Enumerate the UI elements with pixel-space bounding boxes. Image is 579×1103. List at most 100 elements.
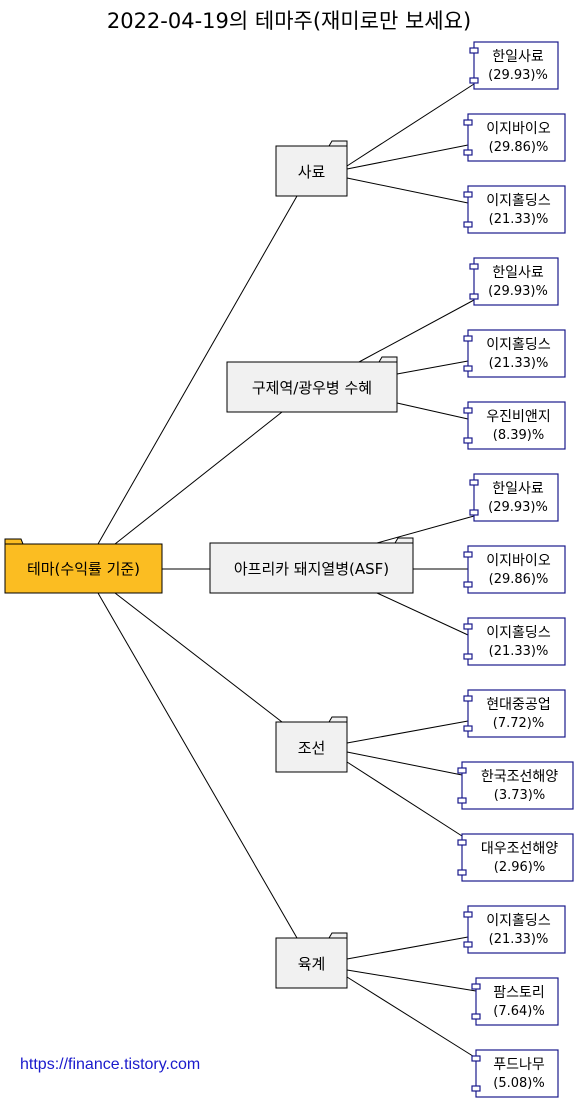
stock-node-3-1[interactable]: 한국조선해양 (3.73)% (457, 761, 574, 810)
stock-node-4-2-box (475, 1049, 559, 1098)
stock-node-3-2-pct: (2.96)% (494, 860, 545, 875)
stock-node-1-1-name: 이지홀딩스 (486, 337, 551, 353)
stock-node-2-2-name: 이지홀딩스 (486, 625, 551, 641)
stock-node-3-2-port-top (457, 839, 467, 846)
stock-node-2-2-box (467, 617, 566, 666)
stock-node-4-2-port-bottom (471, 1085, 481, 1092)
edge-theme-3-stock-2 (346, 761, 463, 837)
stock-node-0-1[interactable]: 이지바이오 (29.86)% (463, 113, 566, 162)
stock-node-1-1-pct: (21.33)% (489, 356, 549, 371)
stock-node-0-0-port-top (469, 47, 479, 54)
theme-node-0[interactable]: 사료 (275, 140, 348, 197)
stock-node-1-1-port-bottom (463, 365, 473, 372)
theme-node-2[interactable]: 아프리카 돼지열병(ASF) (209, 537, 414, 594)
stock-node-2-0[interactable]: 한일사료 (29.93)% (469, 473, 559, 522)
stock-node-4-0-name: 이지홀딩스 (486, 913, 551, 929)
edges (97, 83, 477, 1059)
stock-node-2-1[interactable]: 이지바이오 (29.86)% (463, 545, 566, 594)
stock-node-3-1-name: 한국조선해양 (481, 769, 558, 785)
theme-node-0-label: 사료 (298, 163, 326, 181)
edge-root-theme-0 (97, 195, 298, 545)
stock-node-3-0-port-bottom (463, 725, 473, 732)
stock-node-3-0-port-top (463, 695, 473, 702)
stock-node-3-2-port-bottom (457, 869, 467, 876)
stock-node-0-2-pct: (21.33)% (489, 212, 549, 227)
stock-node-3-2[interactable]: 대우조선해양 (2.96)% (457, 833, 574, 882)
theme-node-1[interactable]: 구제역/광우병 수혜 (226, 356, 398, 413)
stock-node-1-0[interactable]: 한일사료(29.93)% (469, 257, 559, 306)
stock-node-3-0[interactable]: 현대중공업(7.72)% (463, 689, 566, 738)
stock-node-0-0-port-bottom (469, 77, 479, 84)
diagram-title: 2022-04-19의 테마주(재미로만 보세요) (107, 9, 471, 33)
stock-node-4-0-pct: (21.33)% (489, 932, 549, 947)
stock-node-3-0-box (467, 689, 566, 738)
edge-theme-3-stock-1 (346, 751, 463, 776)
stock-node-1-1-port-top (463, 335, 473, 342)
stock-node-0-2-port-top (463, 191, 473, 198)
stock-node-0-1-name: 이지바이오 (486, 121, 551, 137)
theme-node-4[interactable]: 육계 (275, 932, 348, 989)
edge-root-theme-1 (114, 411, 283, 545)
stock-node-2-0-name: 한일사료 (492, 481, 544, 497)
root-node-body (4, 543, 163, 594)
stock-node-1-2-name: 우진비앤지 (486, 409, 550, 425)
stock-node-4-0-port-top (463, 911, 473, 918)
stock-node-1-1[interactable]: 이지홀딩스 (21.33)% (463, 329, 566, 378)
stock-node-1-2[interactable]: 우진비앤지(8.39)% (463, 401, 566, 450)
edge-theme-3-stock-0 (346, 720, 469, 744)
edge-theme-2-stock-0 (376, 515, 475, 544)
stock-node-2-1-port-bottom (463, 581, 473, 588)
stock-node-3-2-name: 대우조선해양 (481, 841, 558, 857)
stock-node-4-2-pct: (5.08)% (493, 1076, 544, 1091)
stock-node-0-0[interactable]: 한일사료 (29.93)% (469, 41, 559, 90)
edge-theme-4-stock-2 (346, 976, 477, 1059)
stock-node-3-0-pct: (7.72)% (493, 716, 544, 731)
edge-theme-4-stock-1 (346, 969, 477, 992)
theme-node-2-label: 아프리카 돼지열병(ASF) (234, 560, 389, 578)
stock-node-3-2-box (461, 833, 574, 882)
stock-node-4-1-name: 팜스토리 (493, 985, 545, 1001)
stock-node-4-2[interactable]: 푸드나무 (5.08)% (471, 1049, 559, 1098)
stock-node-2-1-name: 이지바이오 (486, 553, 551, 569)
root-node-tab (4, 538, 24, 545)
stock-node-4-1[interactable]: 팜스토리(7.64)% (471, 977, 559, 1026)
edge-theme-0-stock-0 (346, 83, 475, 167)
stock-node-3-1-port-bottom (457, 797, 467, 804)
stock-node-0-0-name: 한일사료 (492, 49, 544, 65)
theme-node-3-label: 조선 (298, 739, 326, 757)
stock-node-0-1-port-top (463, 119, 473, 126)
stock-node-0-2[interactable]: 이지홀딩스(21.33)% (463, 185, 566, 234)
stock-node-4-2-name: 푸드나무 (493, 1057, 545, 1073)
stock-node-2-1-pct: (29.86)% (489, 572, 549, 587)
stock-node-0-1-port-bottom (463, 149, 473, 156)
edge-theme-1-stock-2 (396, 402, 469, 420)
theme-node-1-label: 구제역/광우병 수혜 (252, 379, 372, 397)
stock-node-2-0-port-bottom (469, 509, 479, 516)
stock-node-4-0[interactable]: 이지홀딩스 (21.33)% (463, 905, 566, 954)
edge-theme-1-stock-1 (396, 360, 469, 375)
stock-node-2-0-pct: (29.93)% (488, 500, 548, 515)
stock-node-4-0-port-bottom (463, 941, 473, 948)
stock-node-2-2-port-bottom (463, 653, 473, 660)
stock-node-1-0-box (473, 257, 559, 306)
stock-node-4-2-port-top (471, 1055, 481, 1062)
edge-theme-4-stock-0 (346, 936, 469, 960)
edge-root-theme-3 (114, 592, 283, 723)
stock-node-2-2[interactable]: 이지홀딩스(21.33)% (463, 617, 566, 666)
edge-root-theme-4 (97, 592, 298, 939)
stock-node-0-0-pct: (29.93)% (488, 68, 548, 83)
stock-node-1-0-port-top (469, 263, 479, 270)
stock-node-4-1-port-bottom (471, 1013, 481, 1020)
stock-node-4-0-box (467, 905, 566, 954)
source-link[interactable]: https://finance.tistory.com (20, 1056, 200, 1073)
root-node[interactable]: 테마(수익률 기준) (4, 538, 163, 594)
stock-node-1-0-pct: (29.93)% (488, 284, 548, 299)
stock-node-0-0-box (473, 41, 559, 90)
stock-node-4-1-port-top (471, 983, 481, 990)
stock-node-0-1-pct: (29.86)% (489, 140, 549, 155)
stock-node-1-2-port-bottom (463, 437, 473, 444)
theme-node-3[interactable]: 조선 (275, 716, 348, 773)
stock-node-3-1-pct: (3.73)% (494, 788, 545, 803)
stock-node-3-1-box (461, 761, 574, 810)
